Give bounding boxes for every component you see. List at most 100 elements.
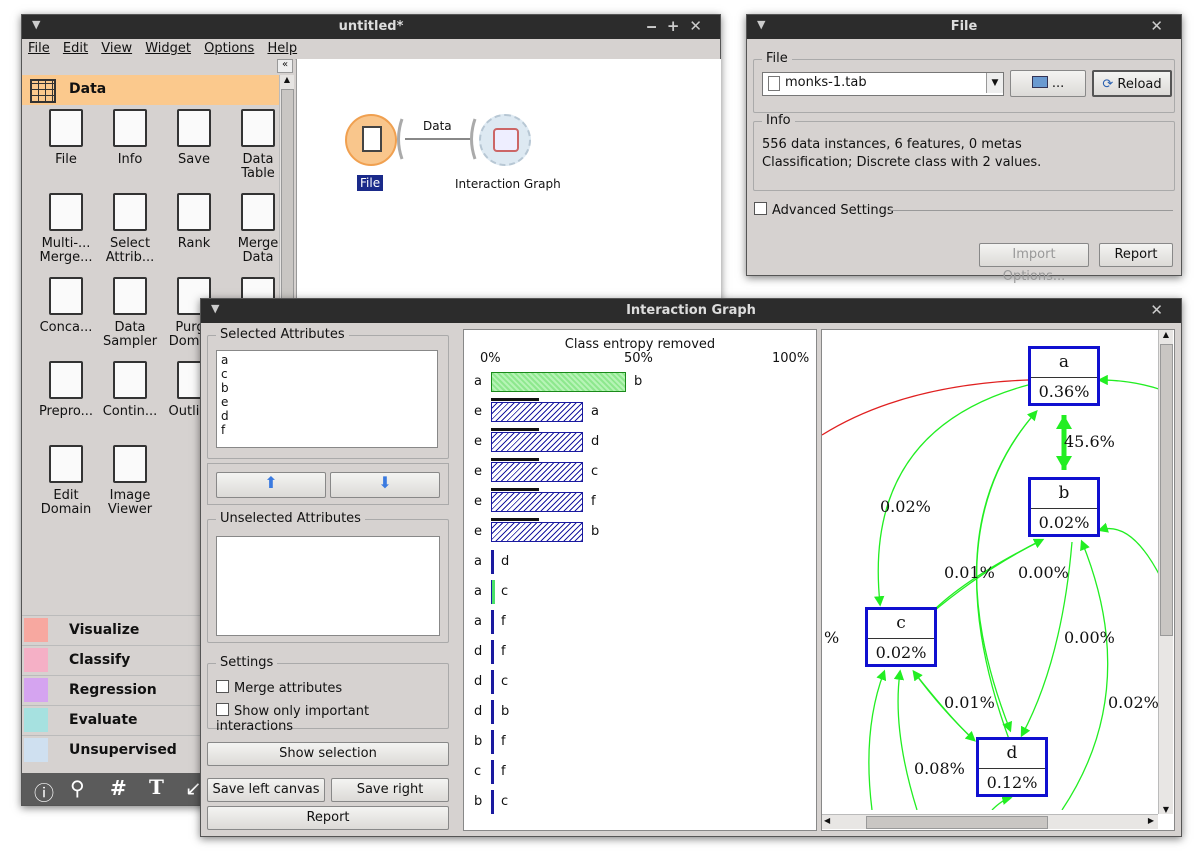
bar-hatched	[491, 492, 583, 512]
menu-edit[interactable]: Edit	[62, 41, 89, 56]
list-item[interactable]: e	[221, 395, 229, 409]
bar-hatched	[491, 402, 583, 422]
selected-attributes-list[interactable]: a c b e d f	[216, 350, 438, 448]
report-button[interactable]: Report	[207, 806, 449, 830]
tool-continuize[interactable]: Contin...	[100, 361, 160, 419]
toolbox-collapse-button[interactable]: «	[277, 59, 293, 73]
arrow-tool-icon[interactable]: ↙	[185, 776, 202, 800]
only-important-checkbox[interactable]: Show only important interactions	[216, 703, 370, 734]
list-item[interactable]: f	[221, 423, 226, 437]
list-item[interactable]: c	[221, 367, 228, 381]
tool-preprocess[interactable]: Prepro...	[36, 361, 96, 419]
interaction-graph-window: ▼ Interaction Graph ✕ Selected Attribute…	[200, 298, 1182, 837]
settings-group: Settings Merge attributes Show only impo…	[207, 655, 449, 734]
category-visualize[interactable]: Visualize	[22, 615, 200, 645]
tool-rank[interactable]: Rank	[164, 193, 224, 251]
bar-tick	[491, 610, 494, 634]
text-tool-icon[interactable]: T	[149, 775, 164, 799]
file-node-icon[interactable]	[345, 114, 397, 166]
tool-info[interactable]: Info	[100, 109, 160, 167]
list-item[interactable]: b	[221, 381, 229, 395]
info-tool-icon[interactable]: ⓘ	[34, 781, 54, 805]
tool-save[interactable]: Save	[164, 109, 224, 167]
close-icon[interactable]: ✕	[1150, 301, 1173, 319]
menu-file[interactable]: File	[28, 41, 50, 56]
menu-widget[interactable]: Widget	[145, 41, 192, 56]
category-unsupervised[interactable]: Unsupervised	[22, 735, 200, 765]
file-select[interactable]: monks-1.tab ▼	[762, 72, 1004, 96]
menu-help[interactable]: Help	[267, 41, 298, 56]
main-titlebar: ▼ untitled* ‒+✕	[22, 15, 720, 39]
save-left-canvas-button[interactable]: Save left canvas	[207, 778, 325, 802]
unselected-attributes-list[interactable]	[216, 536, 440, 636]
tool-select-attributes[interactable]: Select Attrib...	[100, 193, 160, 265]
category-evaluate[interactable]: Evaluate	[22, 705, 200, 735]
edge-label: 0.00%	[1064, 628, 1115, 647]
window-controls[interactable]: ‒+✕	[646, 17, 712, 35]
bar-overlay	[491, 398, 539, 401]
tool-file[interactable]: File	[36, 109, 96, 167]
tool-merge-data[interactable]: Merge Data	[228, 193, 288, 265]
bar-left-label: e	[474, 434, 482, 449]
interaction-graph-node-icon[interactable]	[479, 114, 531, 166]
window-menu-icon[interactable]: ▼	[32, 18, 41, 31]
window-menu-icon[interactable]: ▼	[211, 302, 220, 315]
tool-multi-merge[interactable]: Multi-... Merge...	[36, 193, 96, 265]
data-sampler-icon	[113, 277, 147, 315]
search-tool-icon[interactable]: ⚲	[70, 776, 85, 800]
category-classify[interactable]: Classify	[22, 645, 200, 675]
interaction-graph-node-label[interactable]: Interaction Graph	[455, 177, 561, 191]
move-up-button[interactable]: ⬆	[216, 472, 326, 498]
menu-view[interactable]: View	[101, 41, 133, 56]
menu-bar: File Edit View Widget Options Help	[22, 39, 720, 60]
tool-label: Select Attrib...	[105, 236, 155, 265]
chevron-down-icon[interactable]: ▼	[986, 73, 1003, 93]
graph-horizontal-scrollbar[interactable]: ◀ ▶	[822, 814, 1158, 829]
merge-attributes-checkbox[interactable]: Merge attributes	[216, 680, 342, 696]
category-regression[interactable]: Regression	[22, 675, 200, 705]
browse-button[interactable]: ...	[1010, 70, 1086, 97]
tool-concatenate[interactable]: Conca...	[36, 277, 96, 335]
close-icon[interactable]: ✕	[1150, 17, 1173, 35]
ig-titlebar: ▼ Interaction Graph ✕	[201, 299, 1181, 323]
tool-edit-domain[interactable]: Edit Domain	[36, 445, 96, 517]
move-down-button[interactable]: ⬇	[330, 472, 440, 498]
report-button[interactable]: Report	[1099, 243, 1173, 267]
advanced-settings-toggle[interactable]: Advanced Settings	[754, 202, 894, 218]
category-data-header[interactable]: Data	[22, 75, 279, 105]
list-item[interactable]: d	[221, 409, 229, 423]
window-menu-icon[interactable]: ▼	[757, 18, 766, 31]
grid-tool-icon[interactable]: #	[110, 776, 127, 800]
tool-data-sampler[interactable]: Data Sampler	[100, 277, 160, 349]
list-item[interactable]: a	[221, 353, 229, 367]
file-node-label[interactable]: File	[357, 175, 384, 191]
reload-button[interactable]: ⟳ Reload	[1092, 70, 1172, 97]
show-selection-button[interactable]: Show selection	[207, 742, 449, 766]
graph-vertical-scrollbar[interactable]: ▲ ▼	[1158, 330, 1173, 814]
menu-options[interactable]: Options	[204, 41, 255, 56]
tool-table[interactable]: Data Table	[228, 109, 288, 181]
tool-image-viewer[interactable]: Image Viewer	[100, 445, 160, 517]
save-right-canvas-button[interactable]: Save right canvas	[331, 778, 449, 819]
